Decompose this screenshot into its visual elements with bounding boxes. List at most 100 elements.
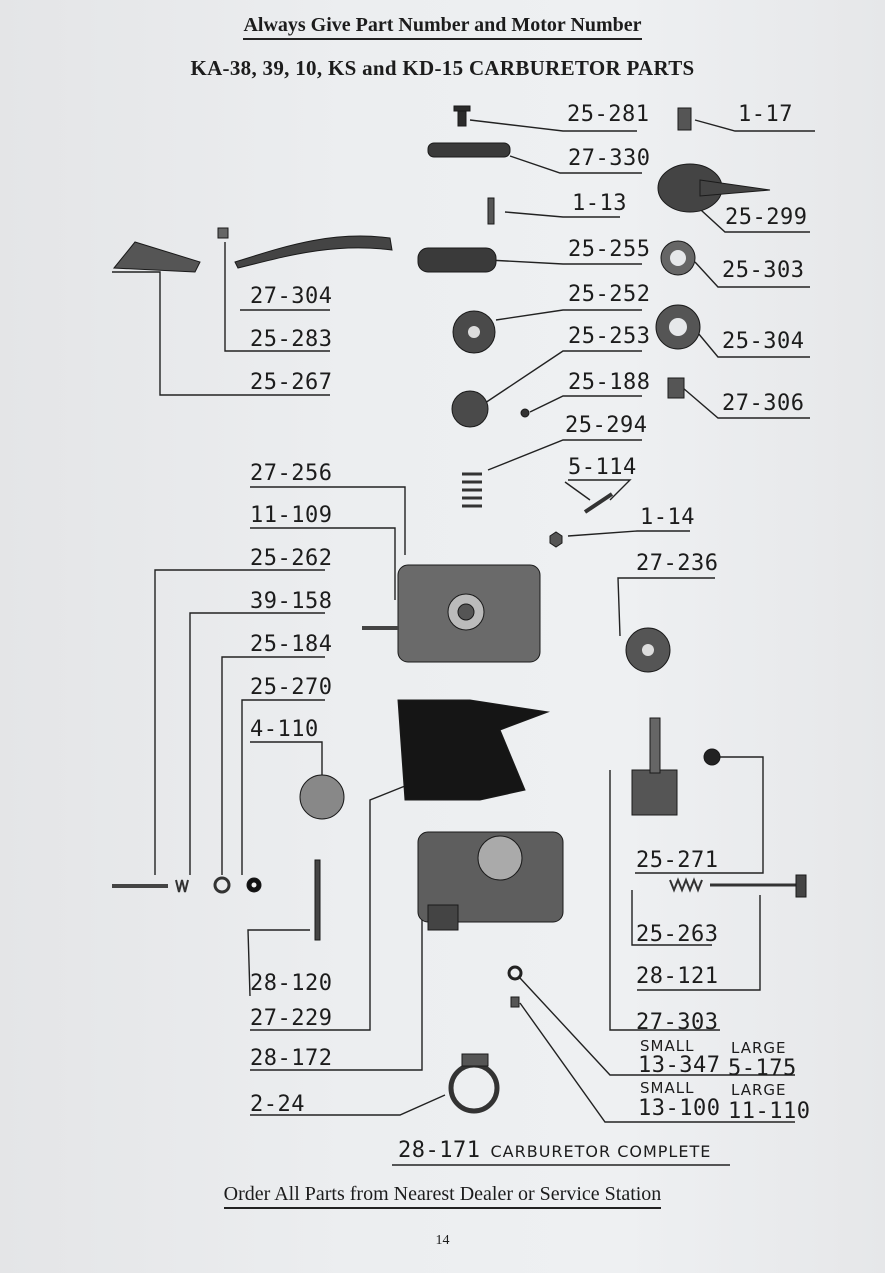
leader-25-252	[495, 309, 642, 321]
leader-28-120	[247, 929, 310, 997]
leader-1-17	[694, 119, 815, 132]
part-25-281: 25-281	[567, 102, 650, 127]
part-27-303: 27-303	[636, 1010, 719, 1035]
leader-27-330	[509, 155, 642, 174]
leader-1-13	[504, 211, 620, 218]
washer-13-347	[507, 965, 523, 981]
leader-13-347	[519, 977, 795, 1076]
leader-25-262	[154, 569, 325, 875]
gasket-27-229	[397, 699, 550, 801]
leader-25-304	[697, 332, 810, 358]
screw-head-25-281	[453, 105, 471, 112]
washer-25-184	[213, 876, 231, 894]
part-25-255: 25-255	[568, 237, 651, 262]
clamp-2-24	[448, 1062, 500, 1114]
part-25-271: 25-271	[636, 848, 719, 873]
rod-28-120	[314, 859, 321, 941]
part-27-236: 27-236	[636, 551, 719, 576]
leader-25-188	[529, 395, 642, 413]
part-25-253: 25-253	[568, 324, 651, 349]
leader-25-255	[487, 259, 642, 265]
part-1-17: 1-17	[738, 102, 793, 127]
leader-28-121	[637, 895, 761, 991]
part-25-252: 25-252	[568, 282, 651, 307]
leader-2-24	[250, 1094, 446, 1116]
spring-25-263	[669, 877, 703, 893]
size-label-small: SMALL	[640, 1079, 695, 1097]
cap-4-110	[299, 774, 345, 820]
block-27-306	[667, 377, 685, 399]
part-27-229: 27-229	[250, 1006, 333, 1031]
part-25-304: 25-304	[722, 329, 805, 354]
part-25-299: 25-299	[725, 205, 808, 230]
part-28-121: 28-121	[636, 964, 719, 989]
part-5-175: 5-175	[728, 1056, 797, 1081]
part-2-24: 2-24	[250, 1092, 305, 1117]
size-label-large: LARGE	[731, 1081, 787, 1099]
leader-25-263	[631, 890, 712, 946]
part-25-294: 25-294	[565, 413, 648, 438]
part-25-270: 25-270	[250, 675, 333, 700]
part-28-172: 28-172	[250, 1046, 333, 1071]
block-25-271	[631, 769, 678, 816]
leader-4-110	[250, 741, 323, 785]
top-note: Always Give Part Number and Motor Number	[0, 14, 885, 40]
leader-1-14	[567, 530, 690, 537]
leader-27-229	[250, 785, 406, 1031]
size-label-small: SMALL	[640, 1037, 695, 1055]
part-11-109: 11-109	[250, 503, 333, 528]
leader-11-109	[250, 527, 396, 600]
screw-1-13	[487, 197, 495, 225]
link-27-304	[234, 235, 393, 269]
part-1-14: 1-14	[640, 505, 695, 530]
part-39-158: 39-158	[250, 589, 333, 614]
leader-39-158	[189, 612, 325, 875]
part-27-306: 27-306	[722, 391, 805, 416]
part-13-100: 13-100	[638, 1096, 721, 1121]
leader-28-172	[250, 920, 423, 1071]
lever-27-330	[427, 142, 511, 158]
leader-25-253	[481, 350, 642, 406]
disc-25-253	[451, 390, 489, 428]
part-27-330: 27-330	[568, 146, 651, 171]
part-25-303: 25-303	[722, 258, 805, 283]
screw-13-100	[510, 996, 520, 1008]
setscrew-1-17	[677, 107, 692, 131]
ball-25-188	[520, 408, 530, 418]
carburetor-complete: 28-171 CARBURETOR COMPLETE	[398, 1140, 711, 1162]
leader-27-303	[609, 770, 720, 1031]
leader-25-294	[487, 439, 642, 471]
leader-25-270	[241, 699, 325, 875]
part-28-120: 28-120	[250, 971, 333, 996]
leader-27-256	[250, 486, 406, 555]
leader-13-100	[519, 1002, 795, 1123]
part-13-347: 13-347	[638, 1053, 721, 1078]
footer-note: Order All Parts from Nearest Dealer or S…	[0, 1183, 885, 1209]
leader-25-267	[112, 271, 330, 396]
screw-25-283	[217, 227, 229, 239]
page-title: KA-38, 39, 10, KS and KD-15 CARBURETOR P…	[190, 56, 695, 80]
arm-25-255	[417, 247, 497, 273]
part-11-110: 11-110	[728, 1099, 811, 1124]
spring-25-294	[462, 472, 482, 508]
complete-caption: CARBURETOR COMPLETE	[490, 1142, 712, 1161]
part-27-256: 27-256	[250, 461, 333, 486]
leader-25-303	[694, 261, 810, 288]
part-28-171: 28-171	[398, 1138, 481, 1163]
lever-arm-25-299	[699, 179, 771, 197]
leader-25-281	[469, 119, 637, 132]
plate-25-267	[112, 241, 201, 273]
part-5-114: 5-114	[568, 455, 637, 480]
part-25-188: 25-188	[568, 370, 651, 395]
leader-25-184	[221, 656, 325, 875]
nut-1-14	[549, 531, 563, 548]
part-25-184: 25-184	[250, 632, 333, 657]
part-25-267: 25-267	[250, 370, 333, 395]
part-25-262: 25-262	[250, 546, 333, 571]
leader-27-236	[617, 577, 715, 637]
screw-5-114	[583, 492, 614, 514]
part-25-263: 25-263	[636, 922, 719, 947]
part-25-283: 25-283	[250, 327, 333, 352]
